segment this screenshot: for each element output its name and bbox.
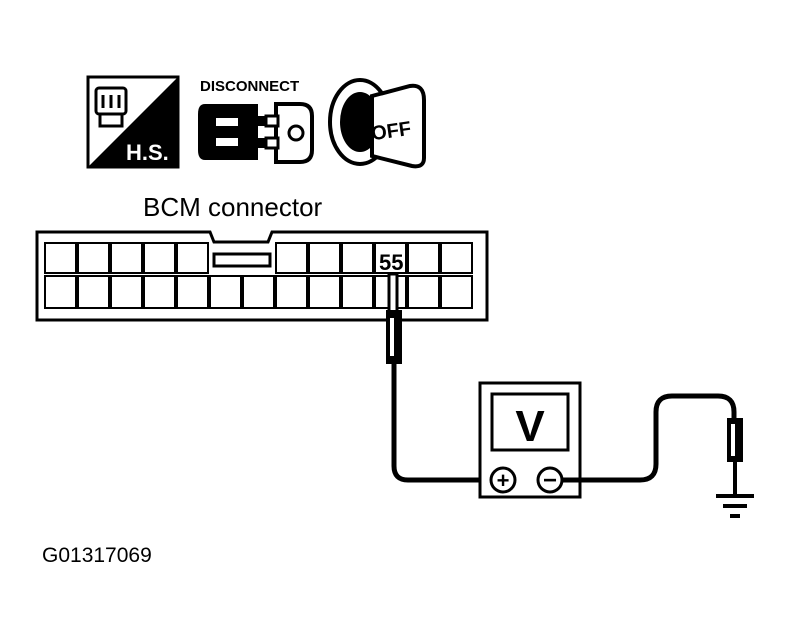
connector-cavity — [176, 275, 209, 309]
bcm-connector: 55 — [35, 230, 489, 322]
connector-cavity — [407, 275, 440, 309]
connector-cavity — [110, 242, 143, 274]
connector-cavity — [44, 242, 77, 274]
figure-id: G01317069 — [42, 544, 152, 567]
disconnect-label: DISCONNECT — [200, 78, 299, 95]
ground-probe — [727, 418, 743, 494]
connector-cavity — [242, 275, 275, 309]
connector-title: BCM connector — [143, 192, 323, 222]
meter-symbol: V — [515, 402, 545, 451]
hs-label: H.S. — [126, 140, 169, 165]
connector-cavity — [110, 275, 143, 309]
connector-cavity — [308, 242, 341, 274]
ground-icon — [716, 494, 754, 518]
harness-connector-hs-icon: H.S. — [86, 75, 180, 169]
connector-cavity — [440, 275, 473, 309]
connector-cavity — [176, 242, 209, 274]
ignition-key-off-icon: OFF — [328, 78, 426, 169]
connector-cavity — [341, 242, 374, 274]
positive-terminal-label: + — [497, 468, 510, 493]
pin-55-label: 55 — [379, 250, 403, 275]
connector-cavity — [77, 275, 110, 309]
connector-cavity — [341, 275, 374, 309]
connector-cavity — [440, 242, 473, 274]
connector-cavity — [44, 275, 77, 309]
connector-cavity-grid — [44, 242, 473, 309]
positive-terminal — [489, 466, 517, 494]
connector-cavity — [143, 242, 176, 274]
connector-cavity — [77, 242, 110, 274]
negative-terminal-label: − — [543, 467, 557, 494]
negative-lead-wire — [562, 393, 737, 483]
connector-cavity — [209, 275, 242, 309]
connector-cavity — [407, 242, 440, 274]
positive-lead-wire — [391, 364, 486, 483]
connector-cavity — [308, 275, 341, 309]
connector-plug-icon — [94, 86, 128, 128]
connector-latch — [212, 252, 272, 268]
connector-cavity — [143, 275, 176, 309]
connector-cavity — [275, 242, 308, 274]
test-probe — [386, 272, 402, 364]
disconnect-icon: DISCONNECT — [198, 78, 314, 164]
connector-cavity — [275, 275, 308, 309]
voltmeter: V + − — [478, 381, 582, 499]
